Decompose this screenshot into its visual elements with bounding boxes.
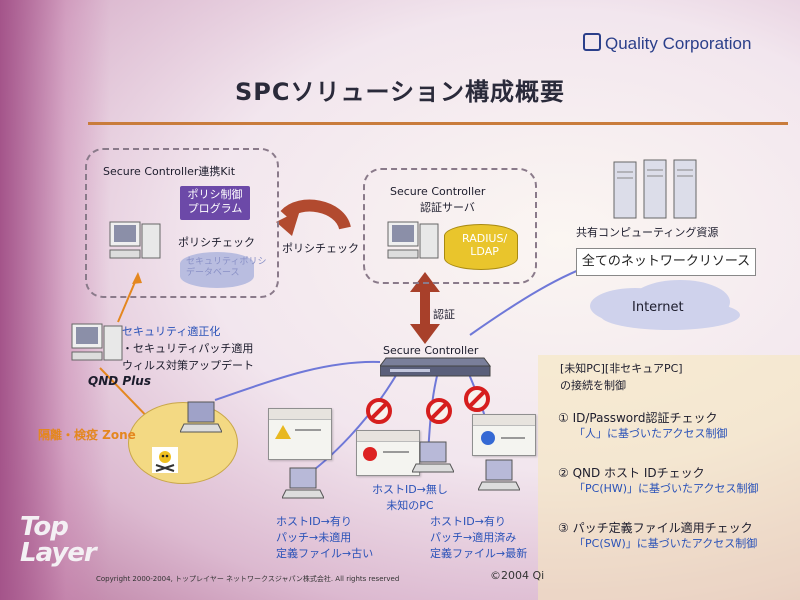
host3-line2: パッチ→適用済み: [430, 531, 517, 544]
footer-copyright: Copyright 2000-2004, トップレイヤー ネットワークスジャパン…: [96, 575, 400, 583]
host2-status: ホストID→無し 未知のPC: [372, 482, 448, 514]
panel-item-3: ③ パッチ定義ファイル適用チェック 「PC(SW)」に基づいたアクセス制御: [558, 520, 757, 552]
policy-check-label: ポリシチェック: [282, 242, 359, 255]
all-network-resources-box: 全てのネットワークリソース: [576, 248, 756, 276]
host2-line2: 未知のPC: [386, 499, 434, 512]
panel-item-1-title: ① ID/Password認証チェック: [558, 411, 718, 425]
ldap-label: LDAP: [470, 245, 499, 258]
panel-item-1: ① ID/Password認証チェック 「人」に基づいたアクセス制御: [558, 410, 727, 442]
host2-laptop-icon: [412, 441, 454, 473]
auth-label: 認証: [433, 308, 455, 321]
host3-laptop-icon: [478, 459, 520, 491]
qnd-items: セキュリティ適正化 ・セキュリティパッチ適用 ウィルス対策アップデート: [122, 323, 254, 374]
panel-item-2-title: ② QND ホスト IDチェック: [558, 466, 705, 480]
panel-heading-line1: [未知PC][非セキュアPC]: [560, 362, 683, 375]
warning-dialog-1: [268, 408, 332, 460]
line-quarantine-to-controller: [214, 360, 381, 401]
quality-logo-icon: [583, 33, 601, 51]
shared-resources-label: 共有コンピューティング資源: [576, 226, 719, 239]
access-control-panel: [538, 355, 800, 600]
host1-line2: パッチ→未適用: [276, 531, 352, 544]
policy-box-line2: プログラム: [187, 202, 243, 215]
quarantine-zone: [128, 402, 238, 484]
db-caption-line1: セキュリティポリシ: [186, 257, 267, 267]
kit-policy-check: ポリシチェック: [178, 236, 255, 249]
panel-item-2: ② QND ホスト IDチェック 「PC(HW)」に基づいたアクセス制御: [558, 465, 759, 497]
host1-laptop-icon: [282, 467, 324, 499]
skull-icon: [152, 447, 178, 473]
device-label: Secure Controller: [383, 344, 479, 357]
server-group: [363, 168, 537, 284]
toplayer-logo-line1: Top: [20, 512, 69, 542]
qnd-item-3: ウィルス対策アップデート: [122, 359, 254, 372]
no-entry-icon-1: [366, 398, 392, 424]
panel-item-1-sub: 「人」に基づいたアクセス制御: [574, 427, 728, 440]
host3-status: ホストID→有り パッチ→適用済み 定義ファイル→最新: [430, 514, 527, 562]
panel-item-3-sub: 「PC(SW)」に基づいたアクセス制御: [574, 537, 758, 550]
company-name: Quality Corporation: [605, 34, 752, 53]
quarantine-laptop-icon: [180, 401, 222, 433]
server-pc-icon: [387, 221, 439, 259]
db-caption-line2: データベース: [186, 268, 240, 278]
server-rack-icon: [613, 159, 697, 219]
host3-line3: 定義ファイル→最新: [430, 547, 528, 560]
panel-item-2-sub: 「PC(HW)」に基づいたアクセス制御: [574, 482, 759, 495]
toplayer-logo: Top Layer: [20, 512, 97, 568]
footer-copyright-2: ©2004 Qi: [490, 569, 545, 582]
panel-heading-line2: の接続を制御: [560, 379, 626, 392]
radius-ldap-db-icon: [444, 224, 518, 270]
kit-pc-icon: [109, 221, 161, 259]
error-dialog-2: [356, 430, 420, 476]
quarantine-label: 隔離・検疫 Zone: [38, 428, 136, 442]
server-label-1: Secure Controller: [390, 185, 486, 198]
qnd-pc-icon: [71, 323, 123, 361]
panel-item-3-title: ③ パッチ定義ファイル適用チェック: [558, 521, 753, 535]
qnd-plus-label: QND Plus: [88, 374, 151, 388]
policy-box-line1: ポリシ制御: [187, 188, 243, 201]
no-entry-icon-3: [464, 386, 490, 412]
info-dialog-3: [472, 414, 536, 456]
server-label-2: 認証サーバ: [420, 201, 475, 214]
title-divider: [88, 122, 788, 125]
toplayer-logo-line2: Layer: [20, 538, 97, 568]
host3-line1: ホストID→有り: [430, 515, 506, 528]
host1-line3: 定義ファイル→古い: [276, 547, 374, 560]
page-title: SPCソリューション構成概要: [234, 78, 565, 106]
host1-status: ホストID→有り パッチ→未適用 定義ファイル→古い: [276, 514, 373, 562]
policy-program-box: ポリシ制御 プログラム: [180, 186, 250, 220]
policy-check-arrow: [276, 199, 351, 236]
host1-line1: ホストID→有り: [276, 515, 352, 528]
panel-heading: [未知PC][非セキュアPC] の接続を制御: [560, 360, 683, 394]
security-policy-db-icon: [180, 252, 254, 288]
radius-ldap-label: RADIUS/ LDAP: [462, 232, 507, 258]
company-logo: Quality Corporation: [583, 33, 751, 54]
secure-controller-device-icon: [380, 357, 491, 377]
db-caption: セキュリティポリシ データベース: [186, 257, 266, 279]
no-entry-icon-2: [426, 398, 452, 424]
kit-label: Secure Controller連携Kit: [103, 165, 236, 178]
host2-line1: ホストID→無し: [372, 483, 448, 496]
qnd-item-2: ・セキュリティパッチ適用: [122, 342, 254, 355]
qnd-item-1: セキュリティ適正化: [122, 325, 221, 338]
radius-label: RADIUS/: [462, 232, 508, 245]
kit-group: [85, 148, 279, 298]
internet-label: Internet: [632, 300, 684, 315]
